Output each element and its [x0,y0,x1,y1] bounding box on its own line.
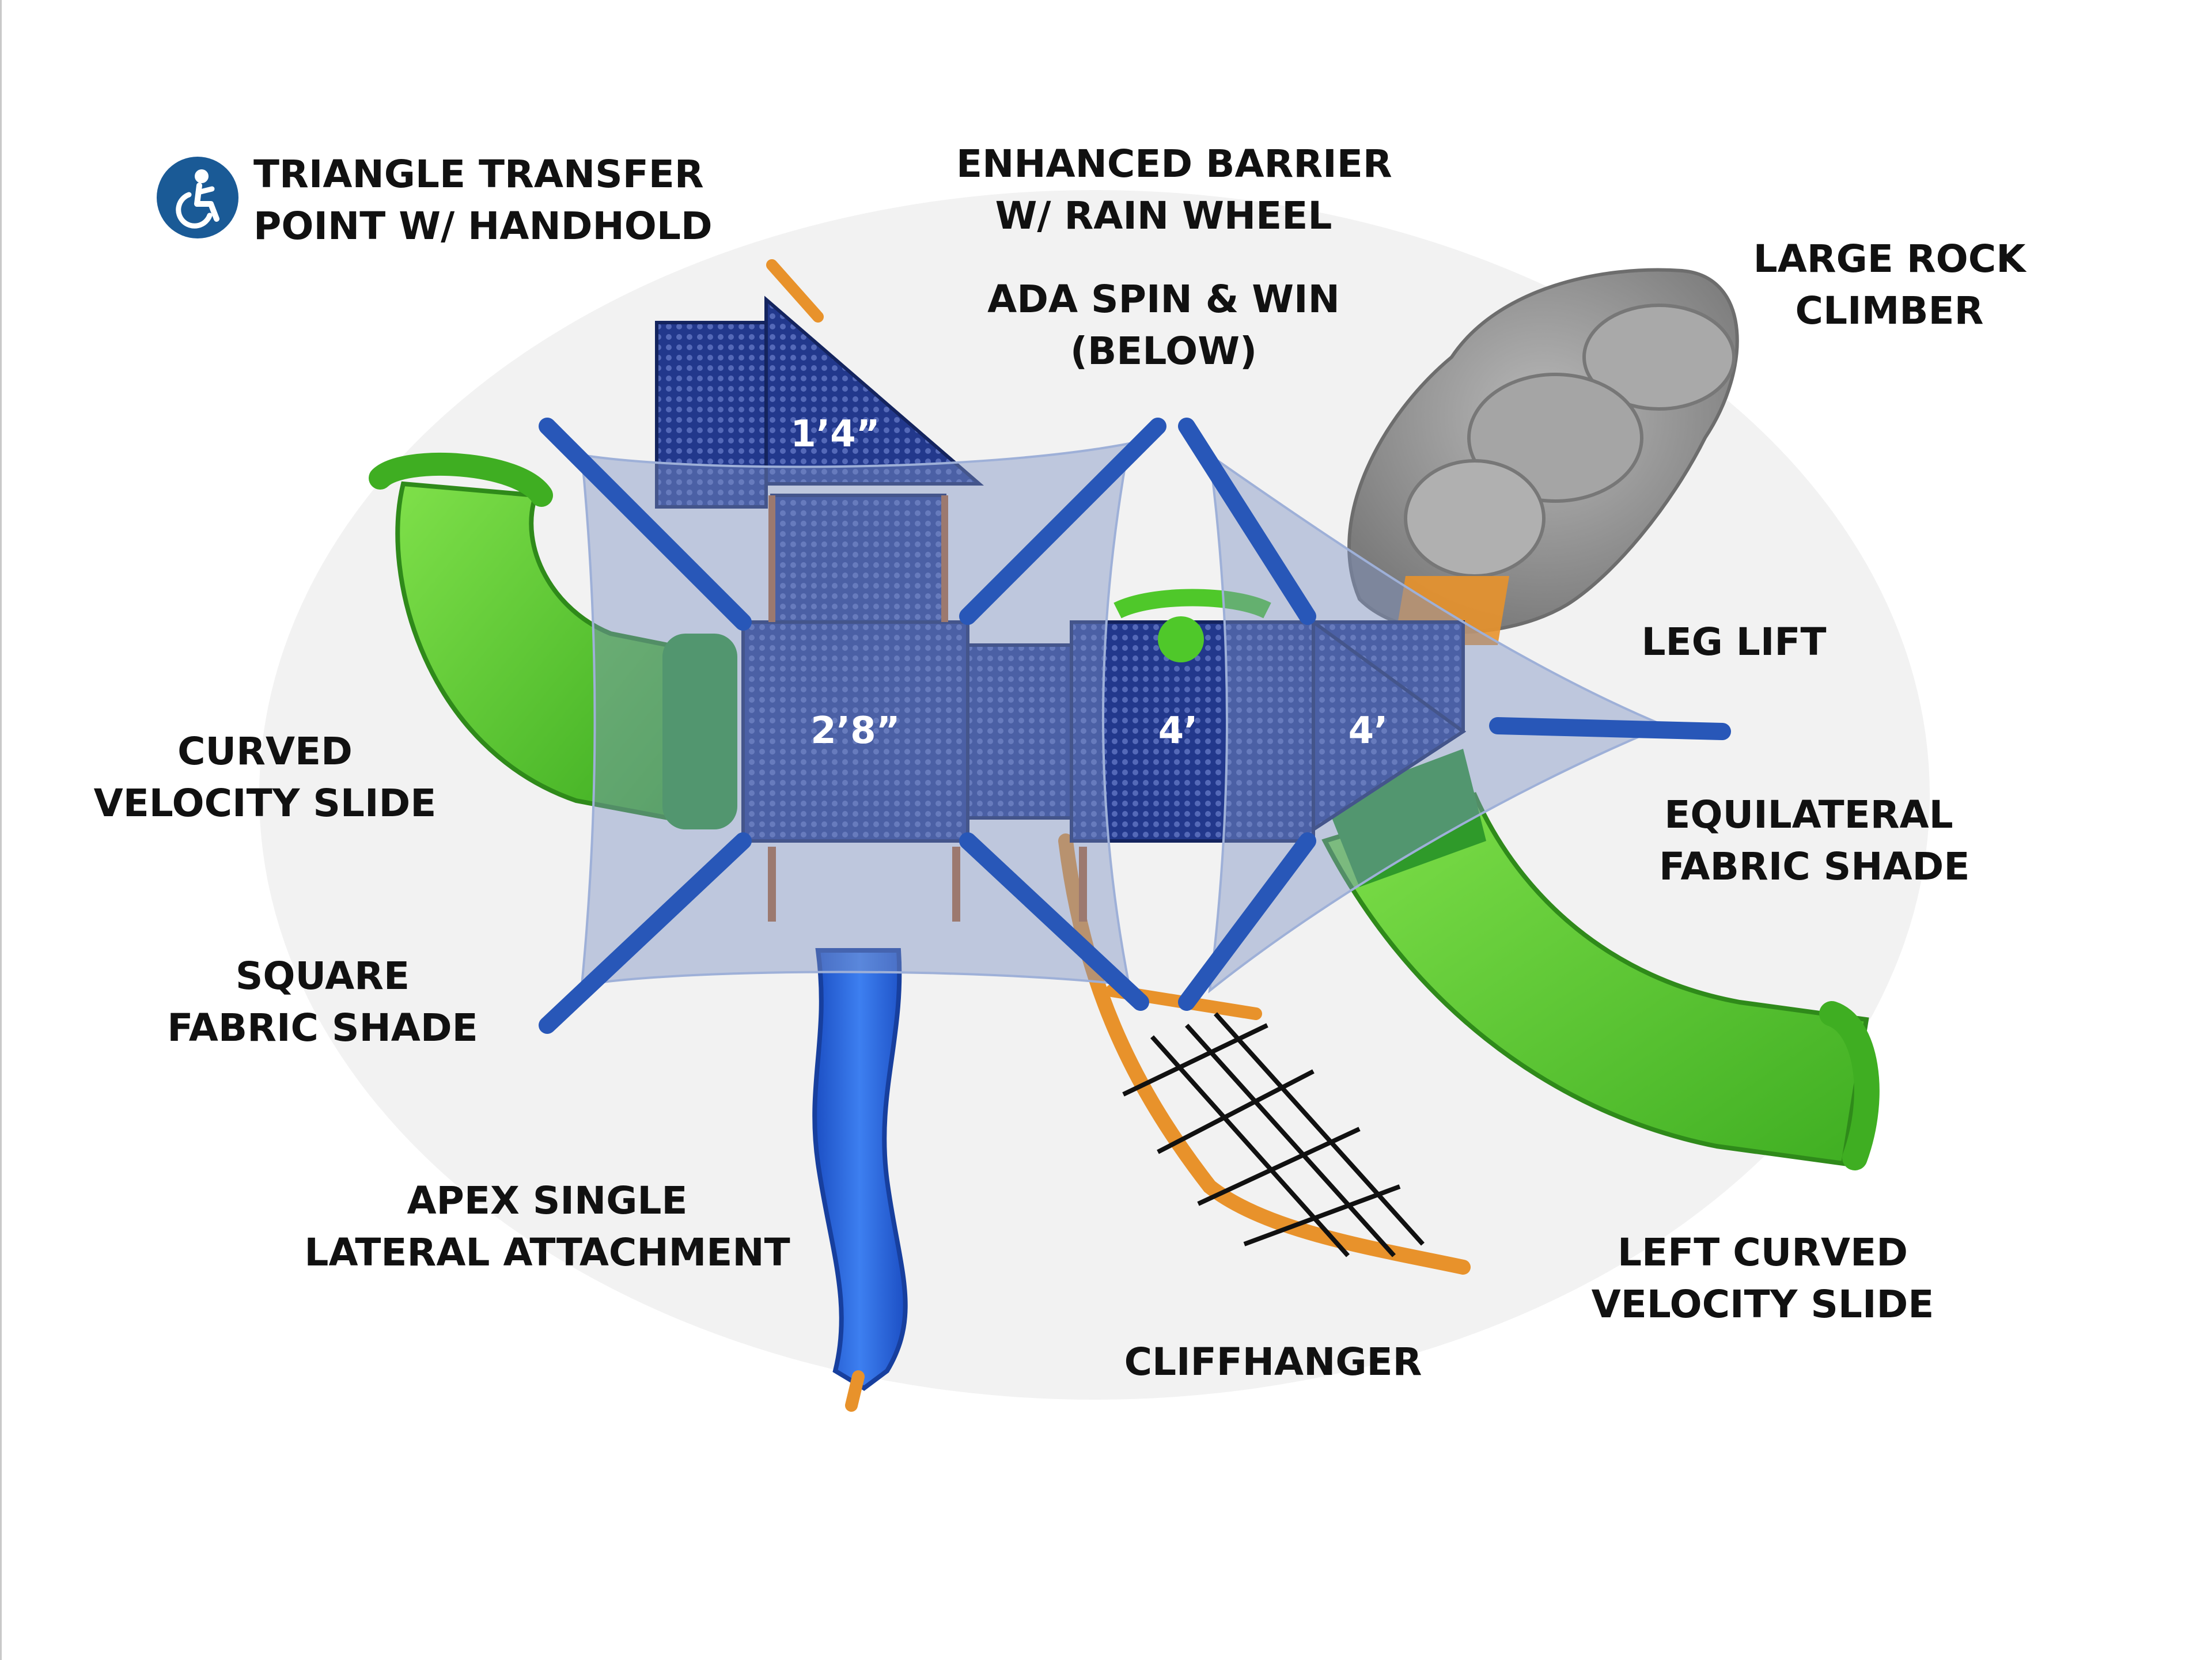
label-line: VELOCITY SLIDE [93,781,437,825]
label-large-rock-climber: LARGE ROCK CLIMBER [1740,233,2039,337]
label-line: ENHANCED BARRIER [956,142,1392,186]
triangle-transfer-point [655,259,984,509]
deck-height-transfer: 1’4” [790,413,880,456]
deck-height-main: 2’8” [810,710,900,752]
label-line: APEX SINGLE [407,1178,688,1223]
label-curved-velocity-slide: CURVED VELOCITY SLIDE [92,726,438,829]
label-leg-lift: LEG LIFT [1607,616,1861,668]
apex-single-lateral-attachment [812,948,908,1412]
label-enhanced-barrier: ENHANCED BARRIER W/ RAIN WHEEL [956,138,1392,242]
label-line: LEFT CURVED [1617,1230,1908,1275]
label-cliffhanger: CLIFFHANGER [1112,1336,1434,1388]
label-line: CLIMBER [1795,289,1984,333]
label-line: FABRIC SHADE [167,1006,478,1050]
label-line: TRIANGLE TRANSFER [253,152,704,196]
deck-height-middle: 4’ [1158,710,1198,752]
label-left-curved-velocity-slide: LEFT CURVED VELOCITY SLIDE [1578,1227,1947,1331]
label-square-fabric-shade: SQUARE FABRIC SHADE [161,950,484,1054]
label-ada-spin-and-win: ADA SPIN & WIN (BELOW) [979,274,1348,377]
label-apex-single-lateral-attachment: APEX SINGLE LATERAL ATTACHMENT [294,1175,801,1279]
deck-structure [741,494,1467,922]
label-line: ADA SPIN & WIN [987,277,1340,321]
label-line: FABRIC SHADE [1659,844,1970,889]
label-line: SQUARE [235,954,410,998]
equilateral-fabric-shade [1208,452,1668,994]
label-line: LARGE ROCK [1753,237,2026,281]
label-line: CLIFFHANGER [1124,1340,1422,1384]
label-equilateral-fabric-shade: EQUILATERAL FABRIC SHADE [1659,789,1970,893]
wheelchair-accessibility-icon [157,157,238,238]
label-line: LATERAL ATTACHMENT [304,1230,790,1275]
label-line: (BELOW) [1070,329,1257,373]
label-line: POINT W/ HANDHOLD [253,204,713,248]
large-rock-climber [1347,268,1739,645]
left-curved-velocity-slide [1321,749,1880,1170]
label-line: W/ RAIN WHEEL [995,194,1332,238]
deck-height-triangle: 4’ [1349,710,1388,752]
label-line: LEG LIFT [1641,620,1827,664]
shade-posts [539,418,1731,1034]
label-line: EQUILATERAL [1664,793,1953,837]
page-left-border [0,0,2,1660]
curved-velocity-slide [369,453,737,829]
label-triangle-transfer-point: TRIANGLE TRANSFER POINT W/ HANDHOLD [253,149,713,252]
label-line: CURVED [177,729,353,774]
label-line: VELOCITY SLIDE [1591,1282,1934,1327]
